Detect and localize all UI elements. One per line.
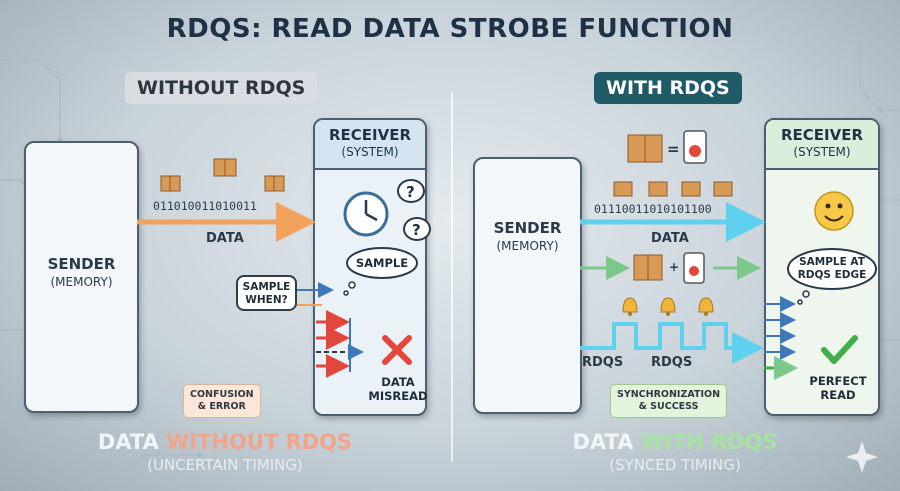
- right-sender-label: SENDER: [493, 219, 562, 237]
- panel-divider: [451, 92, 453, 462]
- rdqs-label-left: RDQS: [582, 355, 624, 370]
- question-icon: ?: [397, 179, 425, 203]
- button-icon: [683, 130, 707, 164]
- equals-sign: =: [667, 140, 680, 158]
- svg-text:?: ?: [406, 183, 415, 201]
- left-sample-bubble: [346, 247, 418, 279]
- svg-text:?: ?: [412, 221, 421, 239]
- left-bit-stream: 011010011010011: [153, 199, 257, 213]
- right-caption-sub: (SYNCED TIMING): [609, 456, 741, 474]
- right-caption-prefix: DATA: [572, 430, 641, 454]
- right-tag-line2: & SUCCESS: [638, 401, 699, 412]
- bell-icon: [622, 297, 638, 316]
- right-caption-accent: WITH RDQS: [640, 430, 778, 454]
- right-bit-stream: 01110011010101100: [594, 202, 712, 216]
- right-tag-line1: SYNCHRONIZATION: [617, 389, 721, 400]
- button-icon: [683, 252, 705, 284]
- bell-icon: [660, 297, 676, 316]
- left-result: DATA MISREAD: [368, 375, 428, 403]
- box-icon: [681, 181, 701, 197]
- page-title: RDQS: READ DATA STROBE FUNCTION: [166, 14, 734, 44]
- box-icon: [713, 181, 733, 197]
- right-sample-line2: RDQS EDGE: [797, 269, 867, 281]
- sample-when-line1: SAMPLE: [242, 281, 291, 293]
- left-sender-box: SENDER (MEMORY): [24, 141, 139, 413]
- box-icon: [633, 254, 663, 281]
- left-caption-sub: (UNCERTAIN TIMING): [147, 456, 303, 474]
- left-result-line2: MISREAD: [368, 389, 428, 403]
- cross-icon: [382, 335, 412, 365]
- right-receiver-label: RECEIVER: [780, 126, 864, 144]
- right-result-line2: READ: [820, 388, 856, 402]
- right-sender-sublabel: (MEMORY): [496, 239, 559, 253]
- left-tag-line1: CONFUSION: [190, 389, 254, 400]
- right-receiver-sublabel: (SYSTEM): [793, 145, 851, 159]
- right-result: PERFECT READ: [803, 374, 873, 402]
- rdqs-label-center: RDQS: [651, 355, 693, 370]
- sample-when-line2: WHEN?: [245, 294, 288, 306]
- left-caption-accent: WITHOUT RDQS: [166, 430, 353, 454]
- right-receiver-header: RECEIVER (SYSTEM): [766, 120, 878, 170]
- plus-sign: +: [669, 260, 680, 274]
- question-icon: ?: [403, 217, 431, 241]
- right-heading: WITH RDQS: [594, 72, 742, 104]
- right-sample-label: SAMPLE AT RDQS EDGE: [788, 256, 876, 282]
- smiley-icon: [814, 191, 854, 231]
- box-icon: [627, 134, 663, 163]
- right-data-label: DATA: [651, 231, 689, 246]
- sparkle-icon: [846, 441, 878, 473]
- left-receiver-sublabel: (SYSTEM): [341, 145, 399, 159]
- box-icon: [648, 181, 668, 197]
- bell-icon: [698, 297, 714, 316]
- left-sample-label: SAMPLE: [355, 256, 409, 270]
- box-icon: [264, 175, 285, 192]
- left-status-tag: CONFUSION & ERROR: [183, 384, 261, 418]
- left-heading: WITHOUT RDQS: [125, 72, 318, 104]
- left-receiver-header: RECEIVER (SYSTEM): [315, 120, 425, 170]
- check-icon: [821, 335, 858, 364]
- right-caption: DATA WITH RDQS (SYNCED TIMING): [470, 430, 880, 474]
- right-result-line1: PERFECT: [809, 374, 867, 388]
- box-icon: [613, 181, 633, 197]
- left-receiver-label: RECEIVER: [328, 126, 412, 144]
- left-caption: DATA WITHOUT RDQS (UNCERTAIN TIMING): [20, 430, 430, 474]
- right-status-tag: SYNCHRONIZATION & SUCCESS: [610, 384, 728, 418]
- rdqs-waveform: [580, 322, 764, 364]
- sample-when-callout: SAMPLE WHEN?: [236, 275, 297, 311]
- left-sender-sublabel: (MEMORY): [50, 275, 113, 289]
- clock-icon: [343, 191, 389, 237]
- box-icon: [213, 158, 237, 177]
- right-sender-box: SENDER (MEMORY): [473, 157, 582, 414]
- right-sample-bubble: [787, 248, 877, 290]
- left-tag-line2: & ERROR: [197, 401, 246, 412]
- right-sample-line1: SAMPLE AT: [799, 256, 865, 268]
- left-result-line1: DATA: [381, 375, 415, 389]
- left-caption-prefix: DATA: [97, 430, 167, 454]
- left-data-label: DATA: [206, 231, 244, 246]
- left-sender-label: SENDER: [47, 255, 116, 273]
- box-icon: [160, 175, 181, 192]
